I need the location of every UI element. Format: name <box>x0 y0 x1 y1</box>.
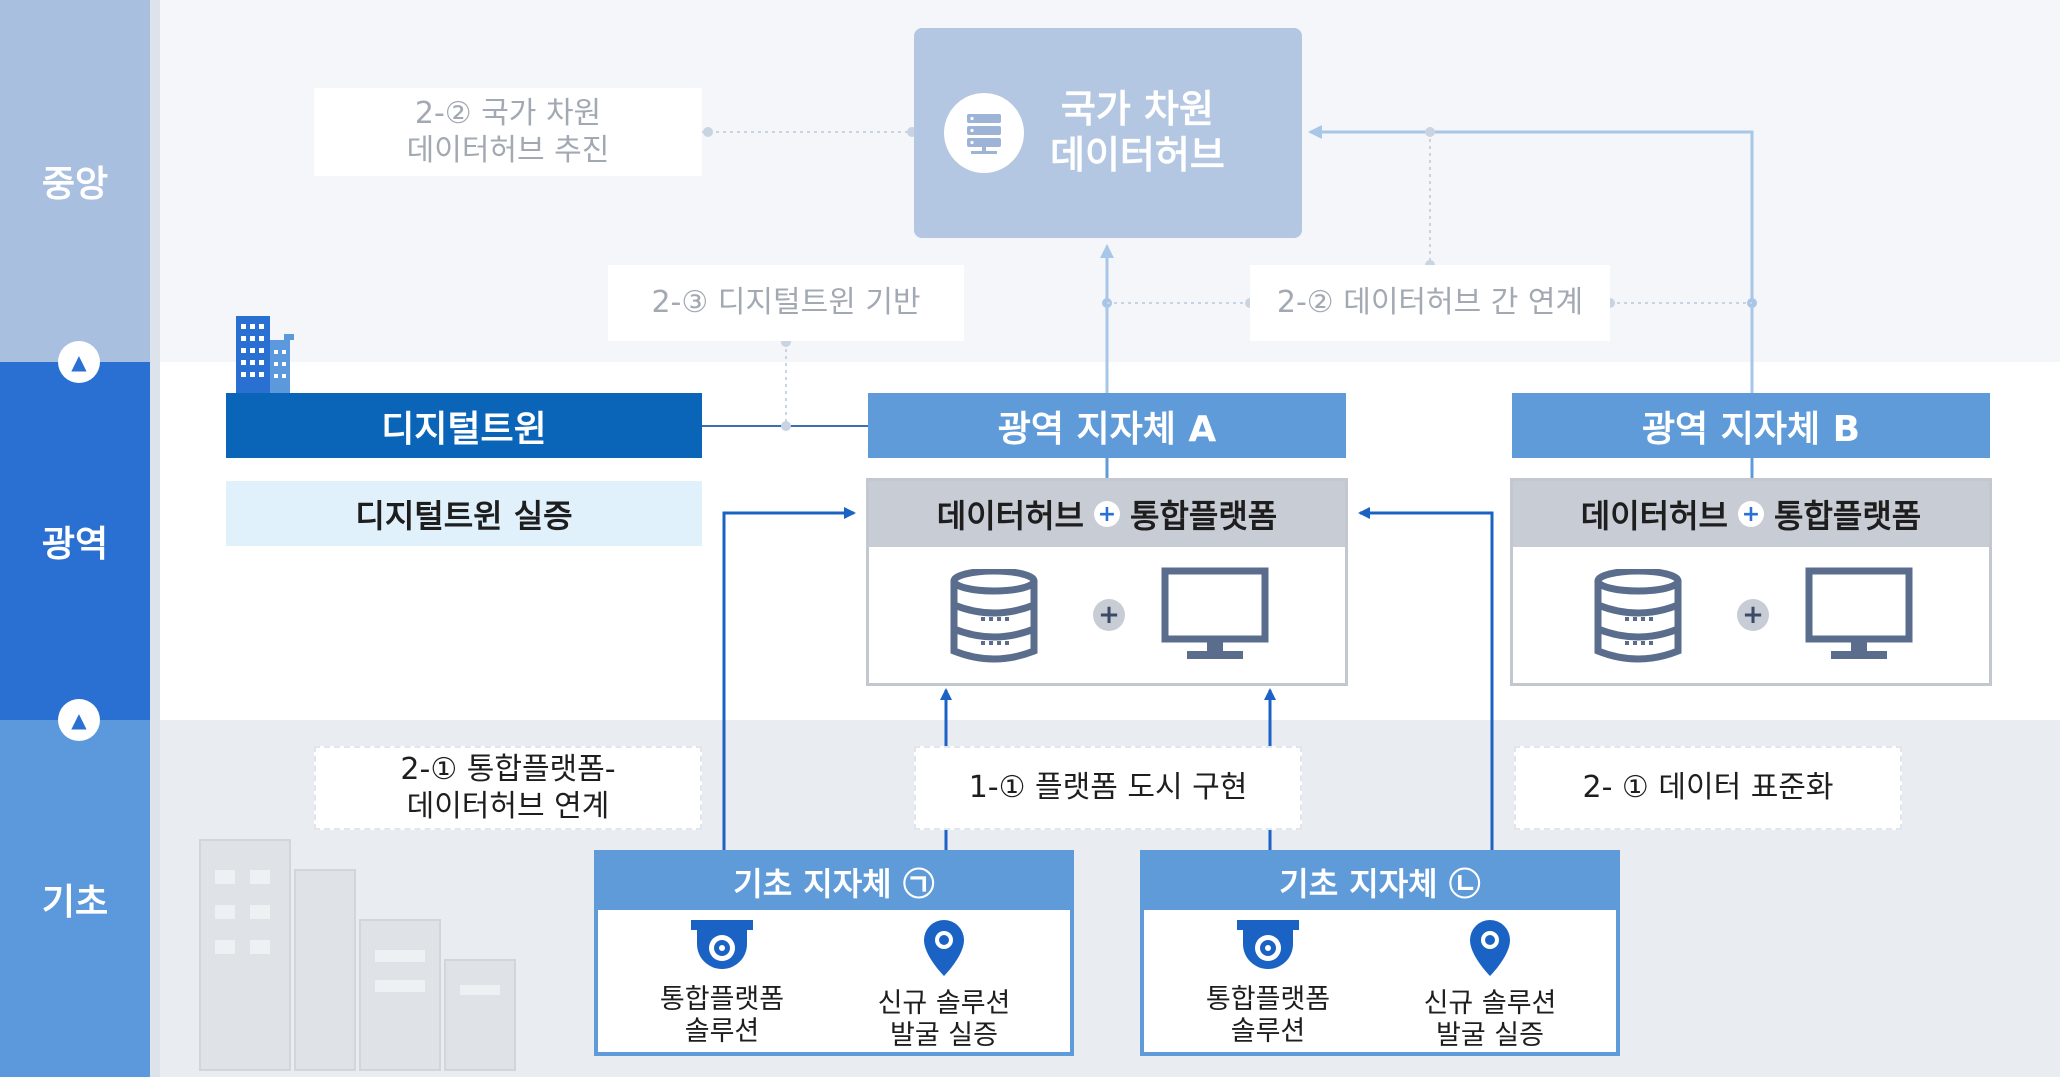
monitor-icon <box>1805 567 1913 659</box>
platform-right-label: 통합플랫폼 <box>1774 497 1922 535</box>
platform-box-b: 데이터허브 + 통합플랫폼 + <box>1510 478 1992 686</box>
note-platform-city: 1-① 플랫폼 도시 구현 <box>914 746 1302 830</box>
platform-left-label: 데이터허브 <box>1580 497 1728 535</box>
plus-icon: + <box>1737 599 1769 631</box>
level-regional: 광역 <box>0 362 150 720</box>
basic-2-item-platform: 통합플랫폼 솔루션 <box>1168 918 1368 1049</box>
cctv-icon <box>691 920 753 969</box>
note-digital-twin-base: 2-③ 디지털트윈 기반 <box>608 265 964 341</box>
plus-icon: + <box>1094 501 1120 527</box>
plus-icon: + <box>1738 501 1764 527</box>
level-basic-label: 기초 <box>41 881 109 923</box>
national-hub-title: 국가 차원 데이터허브 <box>1050 87 1225 177</box>
basic-2-item1-label: 통합플랫폼 솔루션 <box>1205 984 1331 1048</box>
platform-header-a: 데이터허브 + 통합플랫폼 <box>869 481 1345 547</box>
up-arrow-icon: ▲ <box>58 699 100 741</box>
platform-right-label: 통합플랫폼 <box>1130 497 1278 535</box>
platform-header-b: 데이터허브 + 통합플랫폼 <box>1513 481 1989 547</box>
basic-municipality-2: 기초 지자체 ㉡ 통합플랫폼 솔루션 신규 솔루션 발굴 실증 <box>1140 850 1620 1056</box>
up-arrow-icon: ▲ <box>58 341 100 383</box>
digital-twin-bar: 디지털트윈 <box>226 393 702 458</box>
regional-a-bar: 광역 지자체 A <box>868 393 1346 458</box>
platform-left-label: 데이터허브 <box>936 497 1084 535</box>
basic-municipality-1-title: 기초 지자체 ㉠ <box>598 854 1070 910</box>
level-basic: 기초 <box>0 720 150 1077</box>
monitor-icon <box>1161 567 1269 659</box>
note-platform-hub-link: 2-① 통합플랫폼- 데이터허브 연계 <box>314 746 702 830</box>
digital-twin-verify: 디지털트윈 실증 <box>226 481 702 546</box>
basic-1-item1-label: 통합플랫폼 솔루션 <box>659 984 785 1048</box>
basic-municipality-1: 기초 지자체 ㉠ 통합플랫폼 솔루션 신규 솔루션 발굴 실증 <box>594 850 1074 1056</box>
city-illustration <box>199 839 516 1071</box>
note-hub-link: 2-② 데이터허브 간 연계 <box>1250 265 1610 341</box>
basic-1-item-platform: 통합플랫폼 솔루션 <box>622 918 822 1049</box>
cctv-icon <box>1237 920 1299 969</box>
building-icon <box>236 316 294 394</box>
database-icon <box>950 569 1038 663</box>
server-icon <box>944 93 1024 173</box>
basic-2-item-new-solution: 신규 솔루션 발굴 실증 <box>1390 918 1590 1053</box>
note-data-standard: 2- ① 데이터 표준화 <box>1514 746 1902 830</box>
level-central: 중앙 <box>0 0 150 362</box>
platform-box-a: 데이터허브 + 통합플랫폼 + <box>866 478 1348 686</box>
basic-2-item2-label: 신규 솔루션 발굴 실증 <box>1423 988 1557 1052</box>
level-central-label: 중앙 <box>41 164 109 205</box>
database-icon <box>1594 569 1682 663</box>
basic-1-item2-label: 신규 솔루션 발굴 실증 <box>877 988 1011 1052</box>
regional-b-bar: 광역 지자체 B <box>1512 393 1990 458</box>
location-pin-icon <box>1470 920 1510 976</box>
platform-body-b: + <box>1513 547 1989 683</box>
location-pin-icon <box>924 920 964 976</box>
level-divider <box>150 0 160 1077</box>
basic-1-item-new-solution: 신규 솔루션 발굴 실증 <box>844 918 1044 1053</box>
plus-icon: + <box>1093 599 1125 631</box>
level-regional-label: 광역 <box>41 524 109 565</box>
platform-body-a: + <box>869 547 1345 683</box>
national-hub: 국가 차원 데이터허브 <box>914 28 1302 238</box>
note-national-hub-push: 2-② 국가 차원 데이터허브 추진 <box>314 88 702 176</box>
basic-municipality-2-title: 기초 지자체 ㉡ <box>1144 854 1616 910</box>
